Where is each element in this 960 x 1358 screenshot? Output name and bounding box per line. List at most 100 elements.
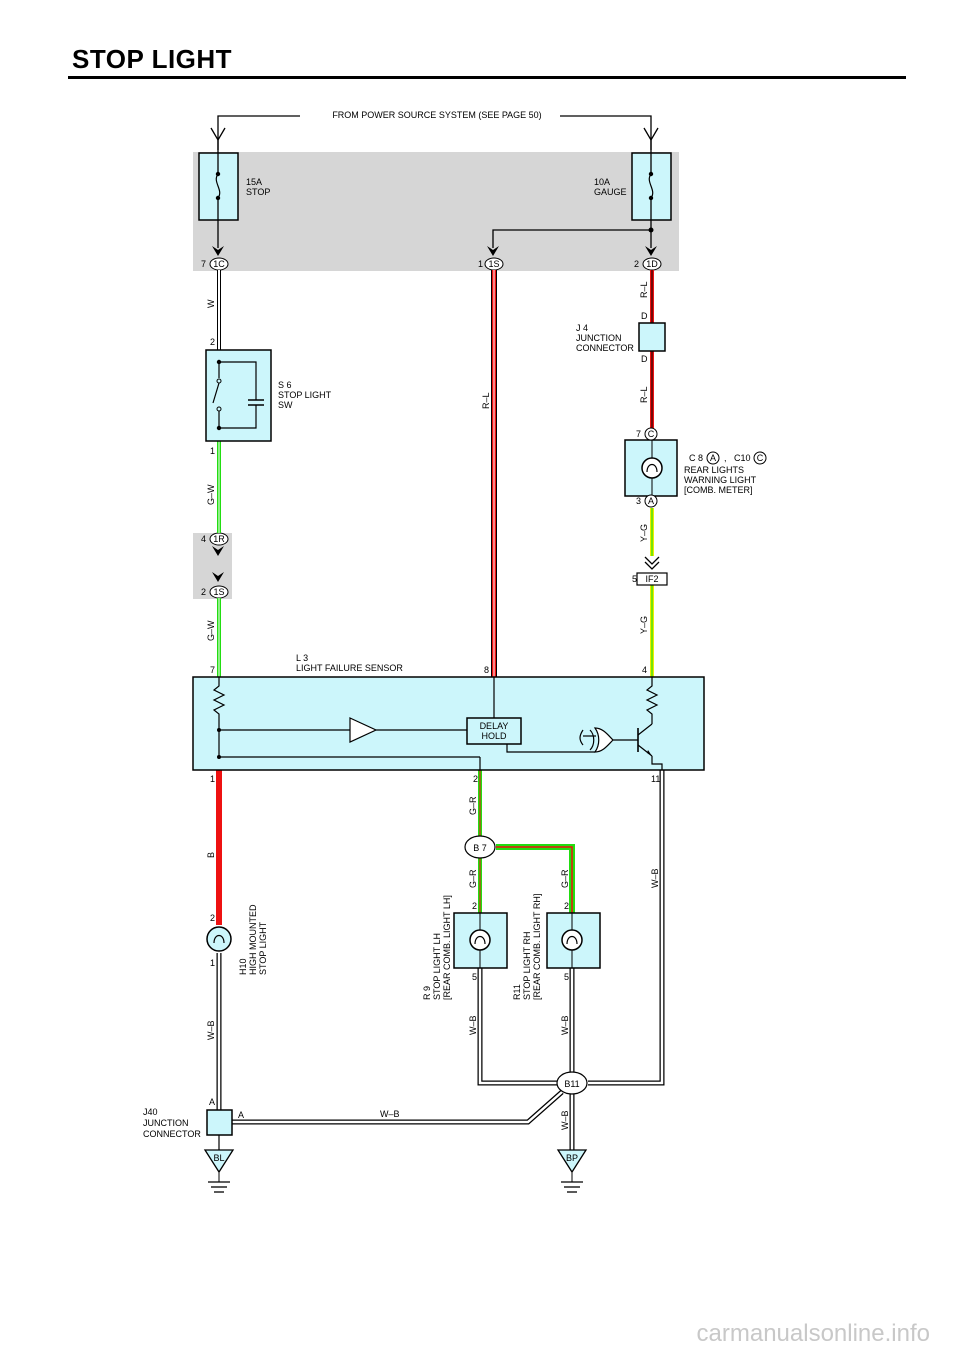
jb-pin-4: 4 — [201, 534, 206, 544]
c8-conn-a: A — [710, 453, 716, 463]
c8-line1: REAR LIGHTS — [684, 465, 744, 475]
wire-label-b: B — [206, 852, 216, 858]
wire-label-gr2: G–R — [468, 869, 478, 888]
c8-pin-bottom-conn: A — [648, 496, 654, 506]
jb-conn-5: 1S — [213, 587, 224, 597]
ground-bp — [556, 1149, 588, 1193]
page-title: STOP LIGHT — [72, 44, 233, 74]
stop-light-rh — [546, 912, 601, 969]
j40-code: J40 — [143, 1107, 158, 1117]
j4-line1: JUNCTION — [576, 333, 622, 343]
delay-hold-line1: DELAY — [480, 721, 509, 731]
s6-line1: STOP LIGHT — [278, 390, 332, 400]
l3-pin-4: 4 — [642, 665, 647, 675]
j40-line2: CONNECTOR — [143, 1129, 201, 1139]
wire-label-yg1: Y–G — [639, 524, 649, 542]
h10-code: H10 — [238, 958, 248, 975]
b11-junction — [556, 1071, 588, 1095]
bl-name: BL — [213, 1153, 224, 1163]
h10-pin-bottom: 1 — [210, 958, 215, 968]
l3-pin-11: 11 — [651, 774, 660, 784]
jb-conn-4: 1R — [213, 534, 225, 544]
j4-code: J 4 — [576, 323, 588, 333]
watermark: carmanualsonline.info — [696, 1320, 930, 1347]
l3-pin-8: 8 — [484, 665, 489, 675]
wire-label-wb-bottom: W–B — [380, 1109, 400, 1119]
terminal-ovals — [209, 257, 662, 599]
b11-name: B11 — [564, 1079, 579, 1089]
light-failure-sensor — [192, 676, 705, 771]
s6-pin-bottom: 1 — [210, 446, 215, 456]
wire-gr — [478, 770, 575, 913]
power-source-label: FROM POWER SOURCE SYSTEM (SEE PAGE 50) — [332, 110, 541, 120]
c8-sep: , — [724, 453, 727, 463]
bp-name: BP — [566, 1153, 578, 1163]
r9-code: R 9 — [422, 986, 432, 1000]
h10-line1: HIGH MOUNTED — [248, 904, 258, 975]
wire-label-wb-r9: W–B — [468, 1015, 478, 1035]
r11-line1: STOP LIGHT RH — [522, 931, 532, 1000]
c10-code: C10 — [734, 453, 751, 463]
j40-line1: JUNCTION — [143, 1118, 189, 1128]
h10-line2: STOP LIGHT — [258, 921, 268, 975]
r9-line2: [REAR COMB. LIGHT LH] — [442, 895, 452, 1000]
jb-conn-3: 1D — [646, 259, 658, 269]
junction-block-area — [193, 152, 679, 271]
s6-line2: SW — [278, 400, 293, 410]
wire-label-wb-r11: W–B — [560, 1015, 570, 1035]
title-rule — [68, 76, 906, 79]
j40-connector — [206, 1109, 233, 1136]
c8-code: C 8 — [689, 453, 703, 463]
stop-light-lh — [453, 912, 508, 969]
fuse-15a — [198, 140, 239, 248]
j4-pin-top: D — [641, 311, 648, 321]
wire-label-gr3: G–R — [560, 869, 570, 888]
c8-pin-top-conn: C — [648, 429, 655, 439]
delay-hold-line2: HOLD — [481, 731, 507, 741]
wire-label-rl-center: R–L — [481, 392, 491, 409]
jb-pin-5: 2 — [201, 587, 206, 597]
jb-conn-1: 1C — [213, 259, 225, 269]
fuse-10a-name: GAUGE — [594, 187, 627, 197]
r9-pin-bottom: 5 — [472, 972, 477, 982]
l3-code: L 3 — [296, 653, 308, 663]
c8-line2: WARNING LIGHT — [684, 475, 757, 485]
s6-code: S 6 — [278, 380, 292, 390]
wire-label-wb-h10: W–B — [206, 1020, 216, 1040]
j40-pin-top: A — [209, 1097, 215, 1107]
wire-label-yg2: Y–G — [639, 616, 649, 634]
if2-pin: 5 — [632, 574, 637, 584]
high-mounted-stop-light — [206, 926, 232, 952]
wire-label-rl2: R–L — [639, 386, 649, 403]
c8-line3: [COMB. METER] — [684, 485, 753, 495]
h10-pin-top: 2 — [210, 913, 215, 923]
r9-pin-top: 2 — [472, 901, 477, 911]
l3-pin-1: 1 — [210, 774, 215, 784]
b7-name: B 7 — [473, 843, 487, 853]
wire-label-gr1: G–R — [468, 796, 478, 815]
c8-pin-bottom: 3 — [636, 496, 641, 506]
wire-label-wb-ground: W–B — [560, 1110, 570, 1130]
s6-pin-top: 2 — [210, 337, 215, 347]
wire-label-gw1: G–W — [206, 484, 216, 505]
j4-line2: CONNECTOR — [576, 343, 634, 353]
fuse-15a-rating: 15A — [246, 177, 262, 187]
fuse-10a — [492, 140, 672, 248]
r11-code: R11 — [512, 984, 522, 1000]
if2-connector — [636, 572, 668, 586]
terminal-arrows — [212, 246, 657, 582]
b7-junction — [464, 835, 496, 859]
fuse-15a-name: STOP — [246, 187, 270, 197]
if2-name: IF2 — [645, 574, 658, 584]
l3-name: LIGHT FAILURE SENSOR — [296, 663, 403, 673]
stop-light-switch — [205, 349, 272, 442]
r11-pin-bottom: 5 — [564, 972, 569, 982]
j4-connector — [638, 322, 666, 352]
r9-line1: STOP LIGHT LH — [432, 933, 442, 1000]
jb-pin-2: 1 — [478, 259, 483, 269]
r11-line2: [REAR COMB. LIGHT RH] — [532, 894, 542, 1000]
c10-conn-c: C — [757, 453, 764, 463]
wire-label-wb-right: W–B — [650, 868, 660, 888]
ground-bl — [203, 1149, 235, 1193]
wire-wb — [216, 770, 665, 1150]
